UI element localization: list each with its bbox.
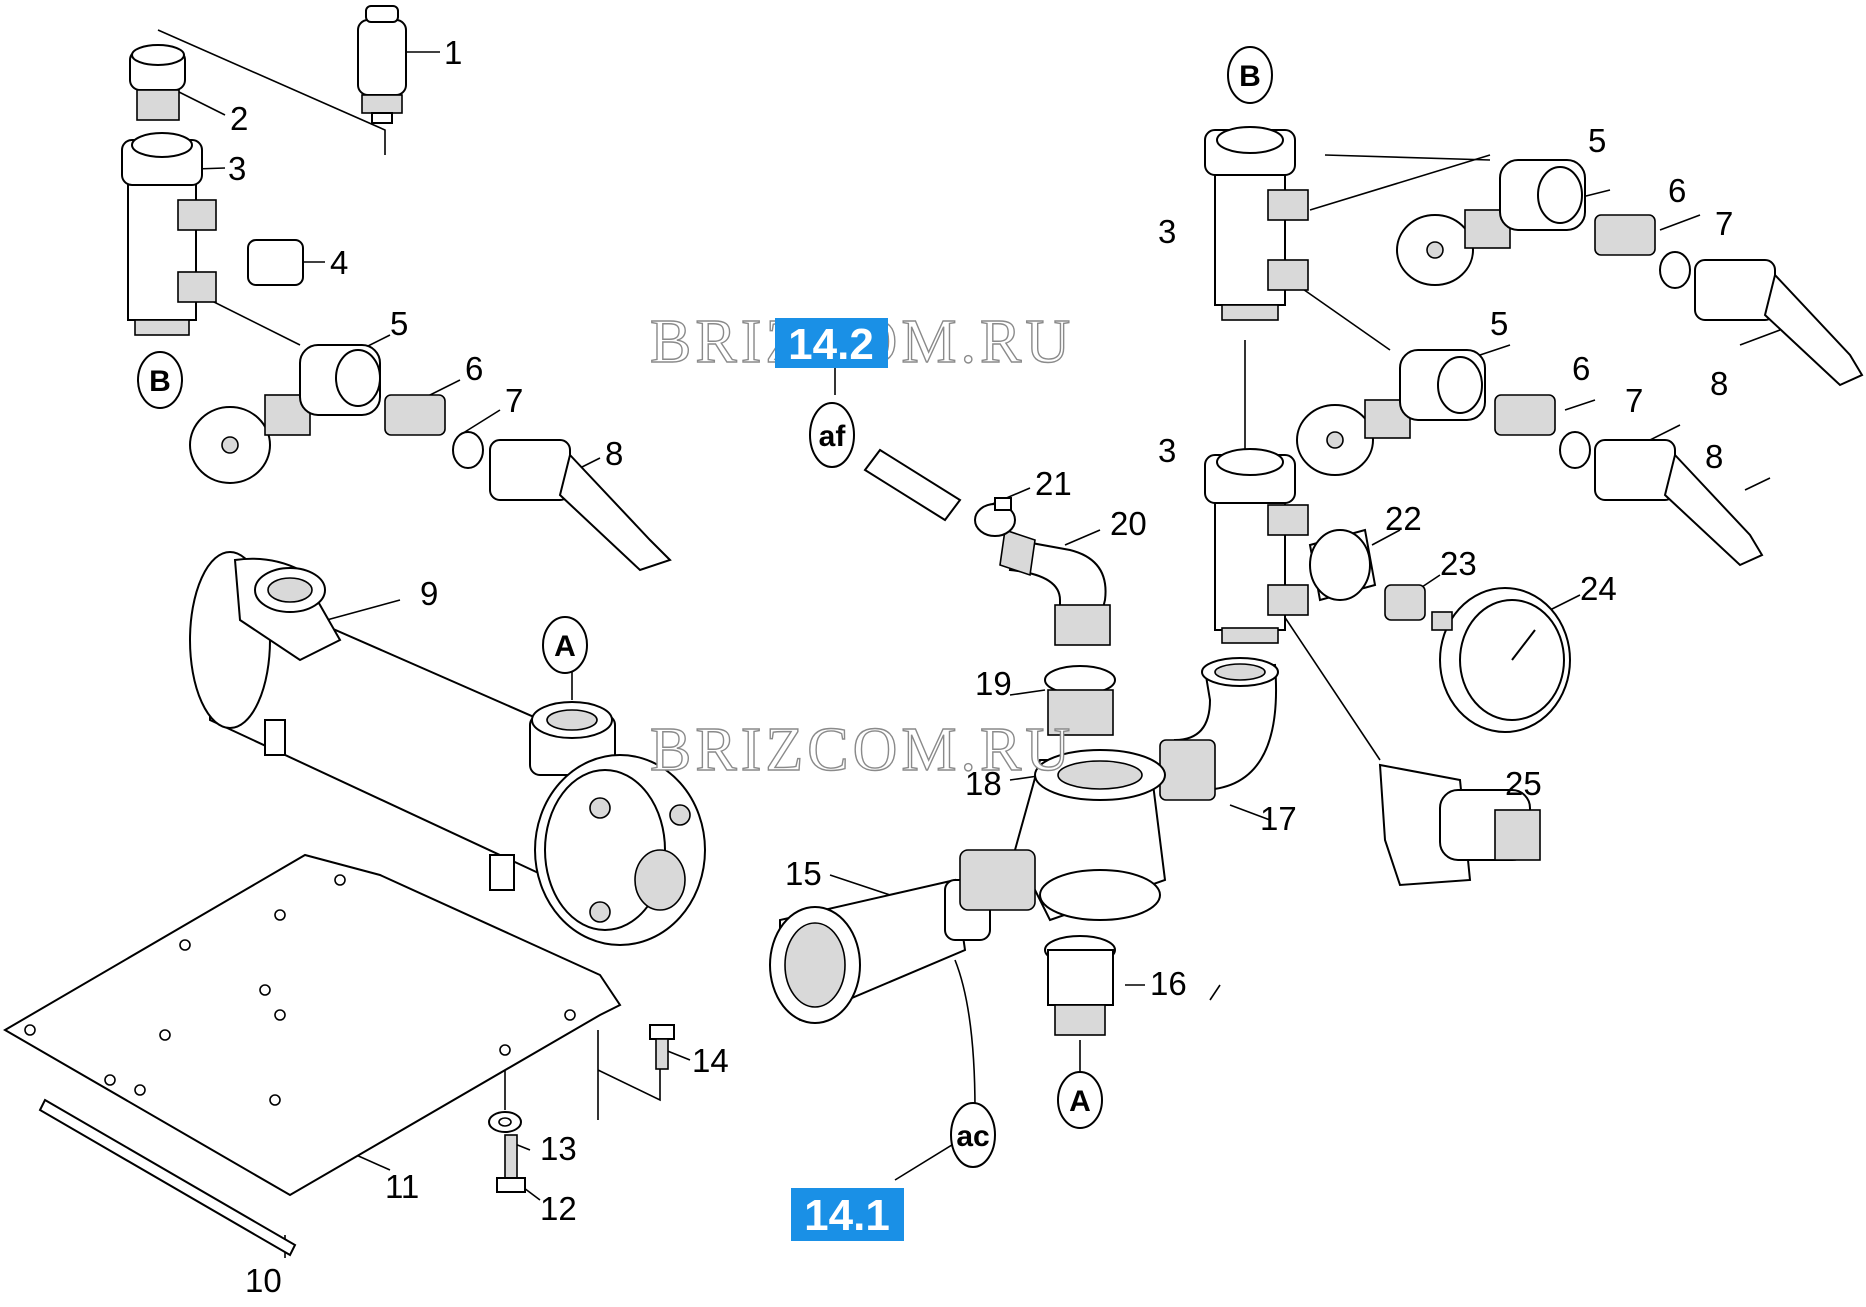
connector-b-right: B [1227,46,1273,104]
part-3-tee-left [121,132,217,336]
label-6-left: 6 [465,350,483,387]
svg-text:B: B [149,365,171,398]
part-16-nipple [1044,935,1116,1036]
label-6-right-top: 6 [1668,172,1686,209]
watermark-middle: BRIZCOM.RU [650,716,1074,784]
label-3-right-mid: 3 [1158,432,1176,469]
part-21-clamp [974,497,1016,537]
part-6-nipple-left [384,394,446,436]
label-7-right-top: 7 [1715,205,1733,242]
label-20: 20 [1110,505,1147,542]
label-5-left: 5 [390,305,408,342]
part-labels: 1 2 3 4 5 6 7 8 9 10 11 12 13 14 15 16 1… [228,34,1733,1299]
label-4: 4 [330,244,348,281]
reference-14-2[interactable]: 14.2 [775,318,888,369]
part-25-valve [1378,763,1541,887]
connector-a-bottom: A [1057,1071,1103,1129]
label-22: 22 [1385,500,1422,537]
label-16: 16 [1150,965,1187,1002]
part-hose-af [863,448,962,522]
part-18-housing [959,749,1167,922]
part-5-valve-right-top [1396,159,1586,286]
label-2: 2 [230,100,248,137]
part-10-strip [38,1098,297,1257]
part-9-heat-exchanger [189,551,706,946]
part-19-nipple [1044,665,1116,736]
svg-text:14.2: 14.2 [788,320,874,369]
part-11-plate [3,853,622,1197]
connector-a-top: A [542,616,588,674]
label-7-right-mid: 7 [1625,382,1643,419]
svg-text:ac: ac [956,1120,989,1153]
part-1-valve [357,5,407,124]
label-5-right-mid: 5 [1490,305,1508,342]
reference-14-1[interactable]: 14.1 [791,1188,904,1241]
connector-af: af [809,402,855,468]
label-15: 15 [785,855,822,892]
connector-ac: ac [950,1102,996,1168]
label-14: 14 [692,1042,729,1079]
label-10: 10 [245,1262,282,1299]
label-24: 24 [1580,570,1617,607]
label-11: 11 [385,1168,419,1205]
part-5-valve-left [189,344,381,484]
label-23: 23 [1440,545,1477,582]
part-4-cap [247,239,304,286]
part-15-knob [769,878,991,1024]
svg-text:A: A [554,630,576,663]
label-21: 21 [1035,465,1072,502]
svg-text:14.1: 14.1 [804,1191,890,1240]
part-8-hose-fitting-right-mid [1594,439,1764,567]
part-6-nipple-right-mid [1494,394,1556,436]
svg-text:A: A [1069,1085,1091,1118]
label-12: 12 [540,1190,577,1227]
connector-b-left: B [137,351,183,409]
label-6-right-mid: 6 [1572,350,1590,387]
part-13-washer [488,1111,522,1133]
part-12-bolt [496,1134,526,1193]
svg-text:B: B [1239,60,1261,93]
label-18: 18 [965,765,1002,802]
label-3-left: 3 [228,150,246,187]
part-6-nipple-right-top [1594,214,1656,256]
part-20-elbow-fitting [999,528,1111,646]
label-7-left: 7 [505,382,523,419]
label-9: 9 [420,575,438,612]
part-23-nipple [1384,584,1426,621]
part-7-ring-right-top [1659,251,1691,289]
part-7-ring-right-mid [1559,431,1591,469]
part-8-hose-fitting-left [489,439,672,572]
label-19: 19 [975,665,1012,702]
part-14-bolt [649,1024,675,1070]
label-13: 13 [540,1130,577,1167]
part-24-gauge [1431,587,1571,733]
part-2-nut [129,44,186,121]
part-7-ring-left [452,431,484,469]
label-25: 25 [1505,765,1542,802]
part-5-valve-right-mid [1296,349,1486,476]
part-3-tee-right-top [1204,126,1309,321]
part-17-elbow [1159,657,1279,801]
label-5-right-top: 5 [1588,122,1606,159]
part-8-hose-fitting-right-top [1694,259,1864,387]
label-1: 1 [444,34,462,71]
label-8-right-mid: 8 [1705,438,1723,475]
part-3-tee-right-mid [1204,448,1309,644]
label-8-left: 8 [605,435,623,472]
label-3-right-top: 3 [1158,213,1176,250]
part-22-sleeve [1308,528,1377,602]
svg-text:af: af [819,420,847,453]
label-8-right-top: 8 [1710,365,1728,402]
label-17: 17 [1260,800,1297,837]
